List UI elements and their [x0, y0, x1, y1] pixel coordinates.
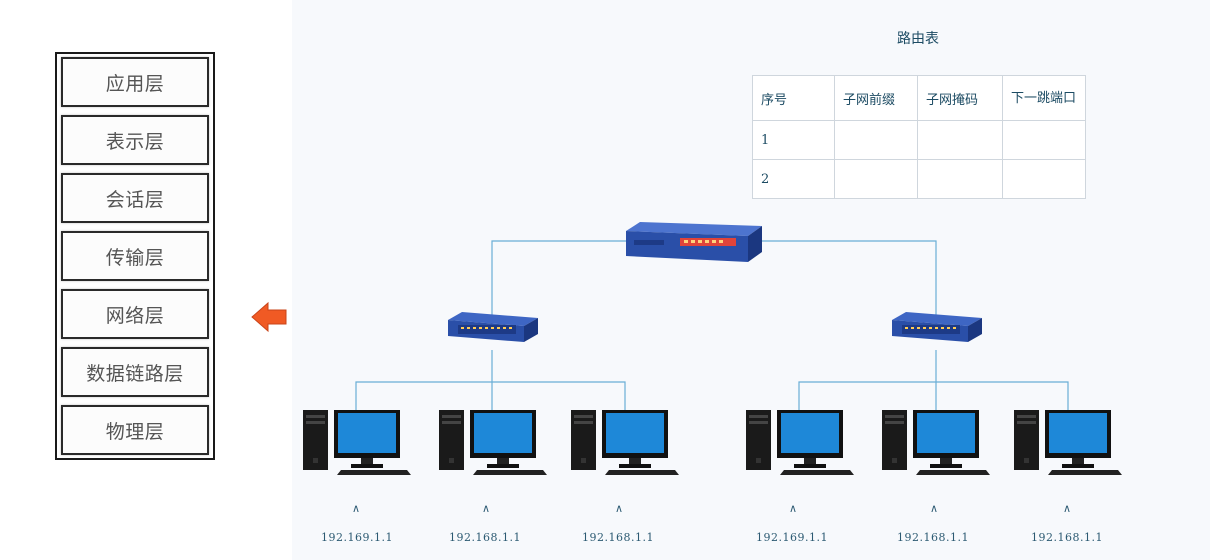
ip-label: 192.168.1.1 [582, 531, 654, 544]
computer-marker: ∧ [481, 502, 491, 515]
table-row: 2 [752, 159, 1086, 199]
computer-marker: ∧ [929, 502, 939, 515]
ip-label: 192.168.1.1 [449, 531, 521, 544]
router-icon [626, 222, 762, 262]
computer-marker: ∧ [351, 502, 361, 515]
computer-icon [303, 410, 411, 475]
table-cell [917, 159, 1003, 199]
osi-layer-presentation: 表示层 [61, 115, 209, 165]
link-bus-right [798, 381, 1069, 410]
table-cell [834, 159, 918, 199]
col-header-next-hop-port: 下一跳端口 [1002, 75, 1086, 121]
link-bus-left [355, 381, 626, 410]
osi-layer-network: 网络层 [61, 289, 209, 339]
osi-layer-transport: 传输层 [61, 231, 209, 281]
table-row: 1 [752, 120, 1086, 160]
osi-layer-data-link: 数据链路层 [61, 347, 209, 397]
routing-table-header-row: 序号 子网前缀 子网掩码 下一跳端口 [752, 75, 1086, 121]
link-lines [355, 240, 1069, 410]
switch-icon [448, 312, 538, 342]
osi-layer-application: 应用层 [61, 57, 209, 107]
computer-marker: ∧ [788, 502, 798, 515]
computer-marker: ∧ [614, 502, 624, 515]
osi-layer-session: 会话层 [61, 173, 209, 223]
osi-layer-physical: 物理层 [61, 405, 209, 455]
link-router-switch-left [491, 240, 626, 315]
ip-label: 192.168.1.1 [897, 531, 969, 544]
computer-marker: ∧ [1062, 502, 1072, 515]
table-cell [1002, 159, 1086, 199]
table-cell: 2 [752, 159, 835, 199]
link-router-switch-right [762, 240, 937, 315]
computer-icon [746, 410, 854, 475]
routing-table-title: 路由表 [897, 31, 939, 47]
ip-label: 192.169.1.1 [321, 531, 393, 544]
routing-table: 序号 子网前缀 子网掩码 下一跳端口 1 2 [752, 75, 1086, 199]
computer-icon [571, 410, 679, 475]
computer-icon [439, 410, 547, 475]
osi-layer-stack: 应用层 表示层 会话层 传输层 网络层 数据链路层 物理层 [55, 52, 215, 460]
ip-label: 192.169.1.1 [756, 531, 828, 544]
computer-icon [882, 410, 990, 475]
ip-label: 192.168.1.1 [1031, 531, 1103, 544]
computer-icon [1014, 410, 1122, 475]
col-header-subnet-prefix: 子网前缀 [834, 75, 918, 121]
switch-icon [892, 312, 982, 342]
highlight-arrow-icon [251, 301, 287, 333]
